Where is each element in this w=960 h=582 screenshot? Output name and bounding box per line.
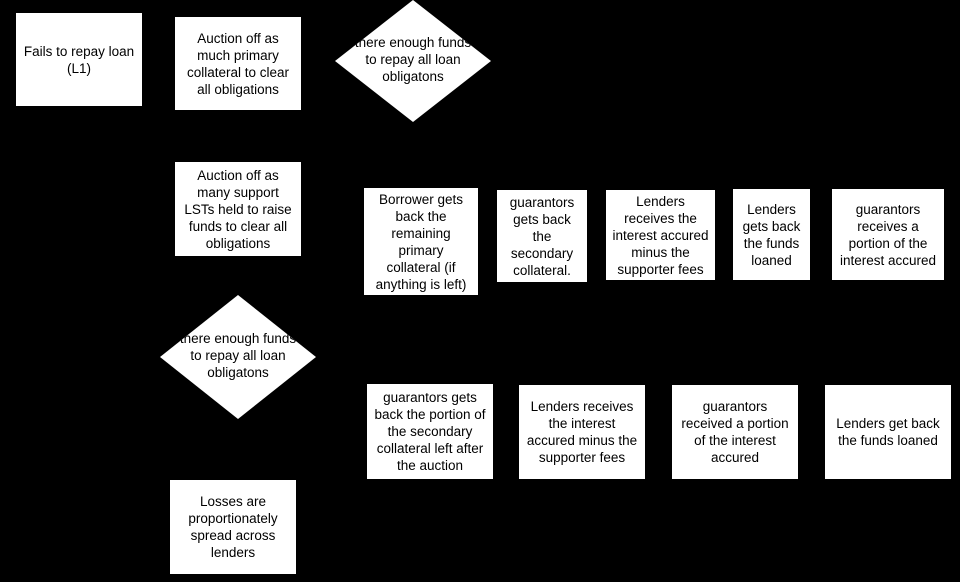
guarantors-interest-portion-node-1: guarantors receives a portion of the int… <box>832 189 944 280</box>
borrower-gets-back-node: Borrower gets back the remaining primary… <box>364 188 478 295</box>
enough-funds-decision-2-label: there enough funds to repay all loan obl… <box>179 330 297 380</box>
lenders-interest-node-1: Lenders receives the interest accured mi… <box>606 190 715 280</box>
guarantors-interest-portion-node-2: guarantors received a portion of the int… <box>672 385 798 479</box>
enough-funds-decision-1: there enough funds to repay all loan obl… <box>335 0 491 122</box>
guarantors-secondary-collateral-node: guarantors gets back the secondary colla… <box>497 190 587 282</box>
losses-spread-node: Losses are proportionately spread across… <box>170 480 296 574</box>
lenders-interest-node-2: Lenders receives the interest accured mi… <box>519 385 645 479</box>
enough-funds-decision-1-label: there enough funds to repay all loan obl… <box>354 34 472 84</box>
enough-funds-decision-2: there enough funds to repay all loan obl… <box>160 295 316 419</box>
fails-to-repay-node: Fails to repay loan (L1) <box>16 13 142 106</box>
auction-primary-collateral-node: Auction off as much primary collateral t… <box>175 17 301 110</box>
auction-support-lsts-node: Auction off as many support LSTs held to… <box>175 162 301 256</box>
guarantors-portion-left-node: guarantors gets back the portion of the … <box>367 384 493 479</box>
lenders-funds-node-2: Lenders get back the funds loaned <box>825 385 951 479</box>
lenders-funds-node-1: Lenders gets back the funds loaned <box>733 189 810 280</box>
